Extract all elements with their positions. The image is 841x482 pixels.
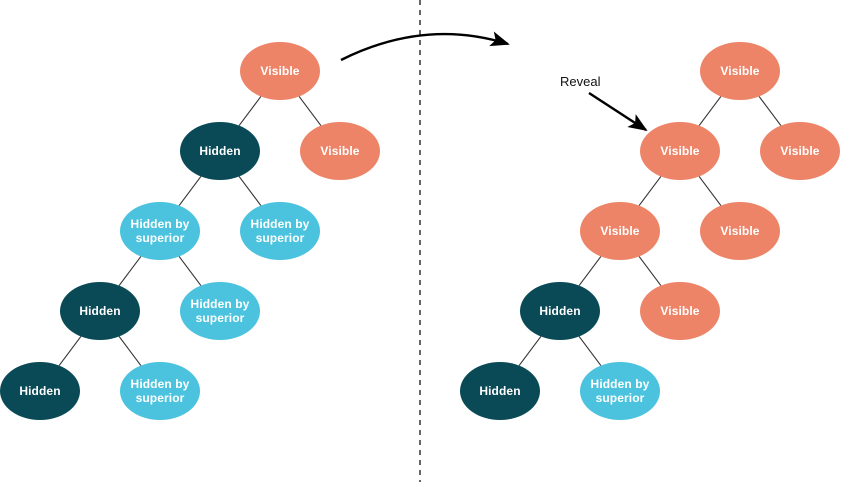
node-text: Visible — [720, 64, 759, 78]
tree-edge — [58, 336, 82, 366]
node-label-line2: superior — [135, 391, 185, 405]
node-label: Visible — [660, 304, 700, 318]
node-label: Visible — [780, 144, 820, 158]
tree-edge — [178, 176, 202, 206]
node-label: Visible — [720, 224, 760, 238]
tree-edge — [758, 96, 782, 126]
node-text: Visible — [780, 144, 819, 158]
reveal-label: Reveal — [560, 74, 601, 89]
tree-edge — [578, 256, 602, 286]
transition-arrow — [340, 31, 510, 62]
tree-node-visible[interactable]: Visible — [640, 122, 720, 180]
node-label-line1: Hidden by — [190, 297, 250, 311]
node-label: Visible — [320, 144, 360, 158]
node-label-line2: superior — [135, 231, 185, 245]
node-label: Visible — [720, 64, 760, 78]
node-text: Visible — [260, 64, 299, 78]
node-text: Hidden — [539, 304, 580, 318]
tree-node-visible[interactable]: Visible — [760, 122, 840, 180]
node-label: Hidden — [539, 304, 581, 318]
tree-node-visible[interactable]: Visible — [640, 282, 720, 340]
tree-edge — [518, 336, 542, 366]
node-text: Hidden — [79, 304, 120, 318]
node-label: Hidden — [199, 144, 241, 158]
node-label: Visible — [600, 224, 640, 238]
node-text: Visible — [660, 144, 699, 158]
right-tree-edges — [518, 96, 782, 366]
tree-node-visible[interactable]: Visible — [700, 202, 780, 260]
tree-node-hidden[interactable]: Hidden — [60, 282, 140, 340]
node-label-line1: Hidden by — [250, 217, 310, 231]
node-text: Visible — [320, 144, 359, 158]
node-text: Visible — [660, 304, 699, 318]
tree-edge — [238, 176, 262, 206]
node-label: Visible — [260, 64, 300, 78]
tree-node-visible[interactable]: Visible — [240, 42, 320, 100]
node-label-line1: Hidden by — [130, 377, 190, 391]
node-text: Visible — [720, 224, 759, 238]
node-label: Visible — [660, 144, 700, 158]
node-text: Hidden — [199, 144, 240, 158]
reveal-arrow — [588, 91, 648, 132]
tree-edge — [698, 176, 722, 206]
node-label-line1: Hidden by — [590, 377, 650, 391]
tree-edge — [238, 96, 262, 126]
left-tree-edges — [58, 96, 322, 366]
tree-edge — [298, 96, 322, 126]
node-label: Hidden — [479, 384, 521, 398]
node-label-line1: Hidden by — [130, 217, 190, 231]
tree-node-visible[interactable]: Visible — [300, 122, 380, 180]
tree-node-hidden[interactable]: Hidden — [520, 282, 600, 340]
tree-edge — [638, 176, 662, 206]
tree-edge — [638, 256, 662, 286]
tree-edge — [118, 256, 142, 286]
tree-node-hidden[interactable]: Hidden — [0, 362, 80, 420]
tree-edge — [698, 96, 722, 126]
tree-node-hidden[interactable]: Hidden — [460, 362, 540, 420]
node-text: Hidden — [479, 384, 520, 398]
node-label-line2: superior — [195, 311, 245, 325]
tree-node-visible[interactable]: Visible — [700, 42, 780, 100]
node-text: Visible — [600, 224, 639, 238]
tree-node-visible[interactable]: Visible — [580, 202, 660, 260]
tree-edge — [578, 336, 602, 366]
node-label: Hidden — [79, 304, 121, 318]
node-label-line2: superior — [255, 231, 305, 245]
tree-edge — [118, 336, 142, 366]
node-label: Hidden — [19, 384, 61, 398]
node-label-line2: superior — [595, 391, 645, 405]
tree-node-hidden[interactable]: Hidden — [180, 122, 260, 180]
node-text: Hidden — [19, 384, 60, 398]
tree-edge — [178, 256, 202, 286]
